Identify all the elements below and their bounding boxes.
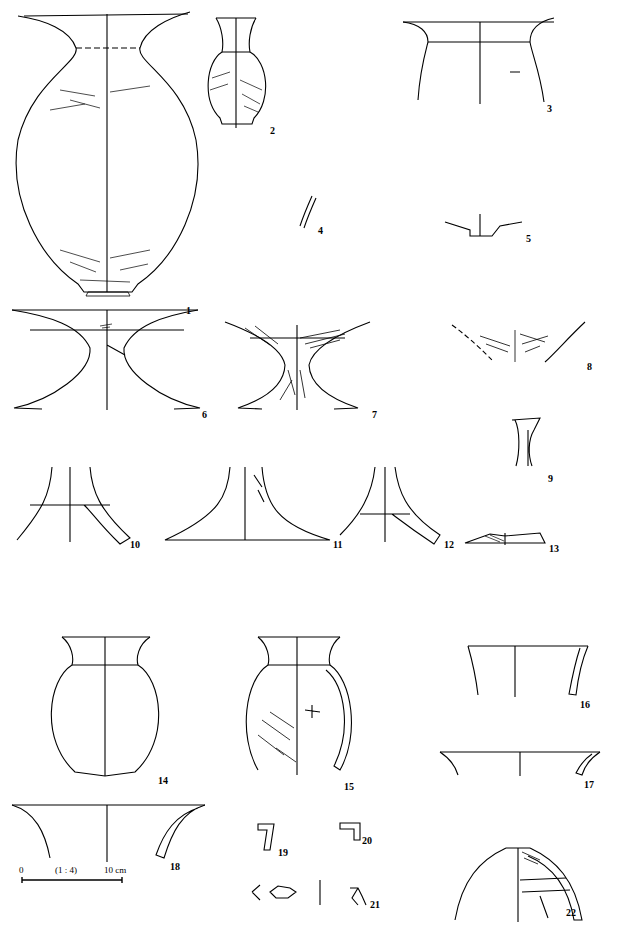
jar-fragment-15 <box>246 637 351 775</box>
fragment-21 <box>252 880 366 905</box>
callout-number: 22 <box>566 908 576 918</box>
scale-text: 10 cm <box>104 866 126 875</box>
fragment-4 <box>300 196 316 228</box>
callout-number: 10 <box>130 540 140 550</box>
callout-number: 4 <box>318 226 323 236</box>
callout-number: 12 <box>444 540 454 550</box>
bowl-fragment-8 <box>452 322 585 362</box>
rim-17 <box>440 752 600 776</box>
foot-11 <box>165 467 330 540</box>
callout-number: 5 <box>526 234 531 244</box>
callout-number: 3 <box>547 104 552 114</box>
callout-number: 8 <box>587 362 592 372</box>
scale-bar <box>22 877 122 883</box>
callout-number: 6 <box>202 410 207 420</box>
rim-16 <box>468 646 588 697</box>
callout-number: 11 <box>333 540 342 550</box>
jar-2 <box>208 18 266 128</box>
callout-number: 13 <box>549 544 559 554</box>
callout-number: 15 <box>344 782 354 792</box>
callout-number: 7 <box>372 410 377 420</box>
rim-20 <box>340 823 360 840</box>
stand-6 <box>12 310 200 410</box>
stem-fragment-9 <box>512 418 540 466</box>
scale-text: (1 : 4) <box>55 866 77 875</box>
callout-number: 9 <box>548 474 553 484</box>
rim-19 <box>258 824 274 850</box>
foot-10 <box>17 467 130 544</box>
callout-number: 19 <box>278 848 288 858</box>
callout-number: 20 <box>362 836 372 846</box>
callout-number: 1 <box>186 306 191 316</box>
bowl-18 <box>12 805 205 862</box>
scale-text: 0 <box>19 866 24 875</box>
stand-7 <box>225 322 370 410</box>
shoulder-22 <box>455 848 582 922</box>
base-fragment-13 <box>465 533 545 545</box>
callout-number: 14 <box>158 776 168 786</box>
base-fragment-5 <box>445 214 522 236</box>
rim-fragment-3 <box>403 18 554 104</box>
callout-number: 16 <box>580 700 590 710</box>
jar-14 <box>51 637 158 776</box>
callout-number: 18 <box>170 862 180 872</box>
jar-1 <box>16 12 198 296</box>
foot-12 <box>340 467 440 544</box>
callout-number: 21 <box>370 900 380 910</box>
callout-number: 17 <box>584 780 594 790</box>
callout-number: 2 <box>270 126 275 136</box>
